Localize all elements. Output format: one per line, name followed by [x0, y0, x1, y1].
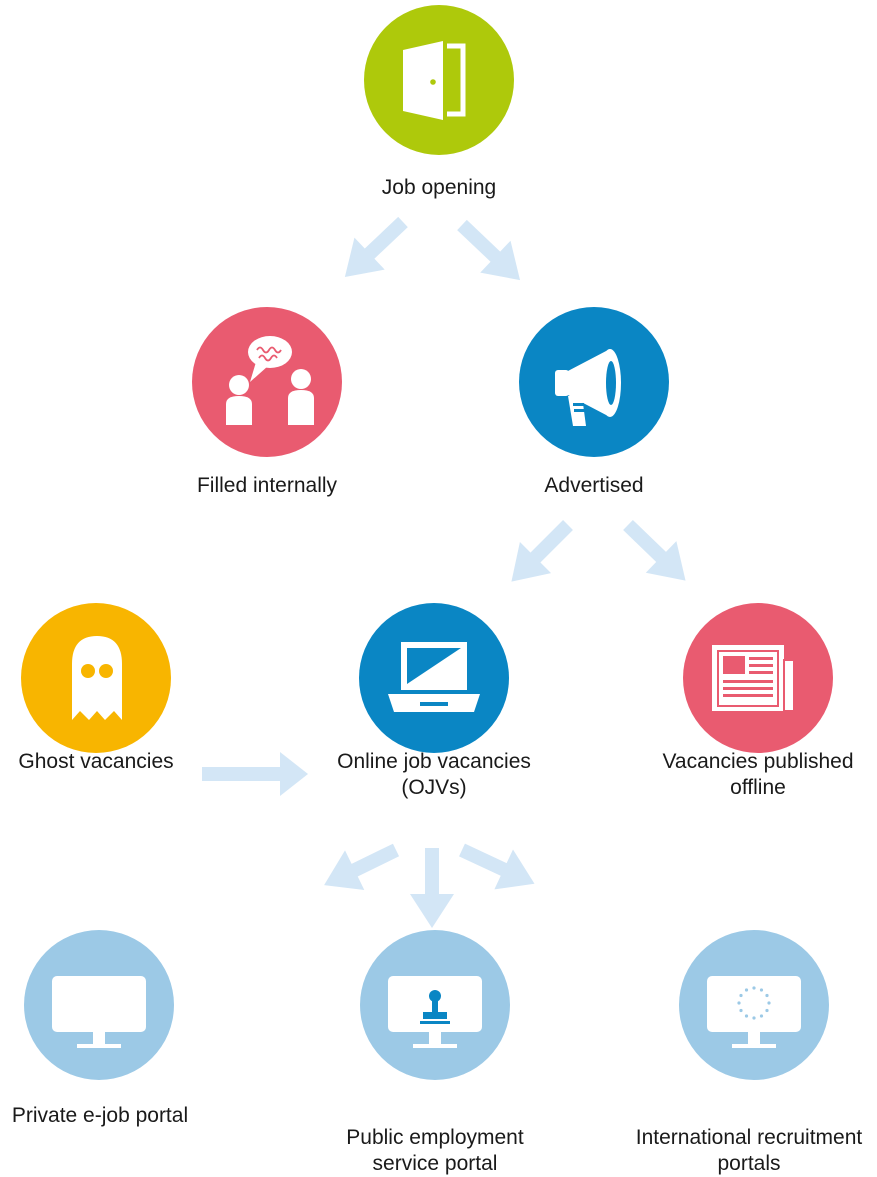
star-dot: [759, 988, 764, 992]
ghost-icon: [72, 636, 122, 720]
star-dot: [744, 1014, 749, 1018]
star-dot: [765, 993, 769, 998]
job-opening-label: Job opening: [381, 176, 497, 199]
star-dot: [752, 1016, 756, 1020]
public-portal-node: [360, 930, 510, 1080]
megaphone-icon: [555, 349, 621, 426]
ojv-label-line1: Online job vacancies: [337, 750, 531, 773]
star-dot: [739, 1008, 743, 1013]
star-dot: [737, 1001, 741, 1005]
arrow-job-to-filled: [329, 206, 419, 293]
ghost-vacancies-label: Ghost vacancies: [18, 750, 174, 773]
monitor-icon: [52, 976, 146, 1048]
public-portal-label-line2: service portal: [372, 1152, 498, 1175]
arrow-job-to-advertised: [446, 209, 536, 297]
star-dot: [739, 993, 743, 998]
international-portals-label-line1: International recruitment: [635, 1126, 863, 1149]
vacancies-offline-node: [683, 603, 833, 753]
star-dot: [765, 1008, 769, 1013]
newspaper-icon: [712, 645, 795, 712]
vacancies-offline-label: Vacancies published offline: [638, 749, 877, 801]
ojv-label: Online job vacancies (OJVs): [304, 749, 564, 801]
job-opening-node: [364, 5, 514, 155]
star-dot: [759, 1014, 764, 1018]
monitor-eu-stars-icon: [707, 976, 801, 1048]
conversation-icon: [226, 336, 314, 425]
international-portals-node: [679, 930, 829, 1080]
arrow-ojv-to-private: [314, 830, 406, 905]
ojv-node: [359, 603, 509, 753]
public-portal-label: Public employment service portal: [315, 1125, 555, 1177]
arrow-ghost-to-ojv: [202, 752, 308, 796]
private-portal-node: [24, 930, 174, 1080]
arrow-ojv-to-international: [452, 830, 544, 904]
vacancies-offline-label-line1: Vacancies published: [662, 750, 854, 773]
door-icon: [403, 41, 466, 120]
advertised-label: Advertised: [544, 474, 644, 497]
monitor-stamp-icon: [388, 976, 482, 1048]
public-portal-label-line1: Public employment: [346, 1126, 524, 1149]
ghost-vacancies-node: [21, 603, 171, 753]
arrow-ojv-to-public: [410, 848, 454, 928]
star-dot: [752, 986, 756, 990]
vacancies-offline-label-line2: offline: [730, 776, 786, 799]
arrow-advertised-to-offline: [612, 509, 701, 597]
arrow-advertised-to-ojv: [495, 509, 584, 598]
star-dot: [744, 988, 749, 992]
advertised-node: [519, 307, 669, 457]
international-portals-label-line2: portals: [717, 1152, 781, 1175]
laptop-icon: [388, 642, 480, 712]
filled-internally-label: Filled internally: [196, 474, 338, 497]
filled-internally-node: [192, 307, 342, 457]
ojv-label-line2: (OJVs): [401, 776, 467, 799]
star-dot: [767, 1001, 771, 1005]
private-portal-label: Private e-job portal: [11, 1104, 189, 1127]
international-portals-label: International recruitment portals: [622, 1125, 876, 1177]
